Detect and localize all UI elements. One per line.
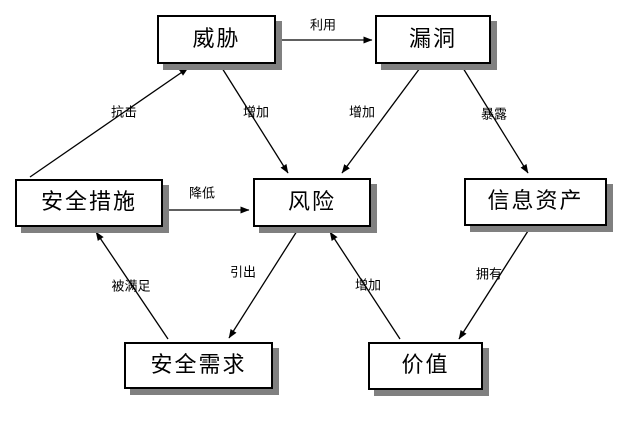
node-label-control: 安全措施 xyxy=(40,190,137,215)
edge-label-e9: 增加 xyxy=(354,278,382,294)
edge-label-e1: 利用 xyxy=(309,18,337,34)
node-risk[interactable]: 风险 xyxy=(253,178,371,227)
edge-value-to-risk xyxy=(329,231,401,340)
edge-vuln-to-asset xyxy=(462,67,529,174)
edge-vuln-to-risk xyxy=(341,67,421,174)
node-threat[interactable]: 威胁 xyxy=(157,15,276,64)
node-asset[interactable]: 信息资产 xyxy=(464,178,607,226)
node-label-value: 价值 xyxy=(401,353,450,378)
node-label-threat: 威胁 xyxy=(192,26,241,52)
node-label-need: 安全需求 xyxy=(150,352,247,378)
node-label-risk: 风险 xyxy=(287,189,336,215)
edge-control-to-threat xyxy=(29,67,189,178)
node-control[interactable]: 安全措施 xyxy=(15,179,163,227)
node-label-vuln: 漏洞 xyxy=(408,26,457,52)
edge-label-e6: 降低 xyxy=(188,186,216,202)
edge-risk-to-need xyxy=(228,230,298,339)
edge-label-e4: 增加 xyxy=(348,105,376,121)
edge-label-e7: 被满足 xyxy=(111,279,151,295)
edge-asset-to-value xyxy=(458,230,529,340)
edge-label-e5: 暴露 xyxy=(480,107,508,123)
edge-label-e10: 拥有 xyxy=(475,267,503,283)
edge-label-e2: 抗击 xyxy=(110,105,138,121)
node-label-asset: 信息资产 xyxy=(487,189,584,214)
edge-need-to-control xyxy=(95,231,169,340)
edge-label-e3: 增加 xyxy=(242,105,270,121)
node-value[interactable]: 价值 xyxy=(368,342,483,390)
node-need[interactable]: 安全需求 xyxy=(124,342,273,389)
edge-threat-to-risk xyxy=(221,67,289,174)
edge-label-e8: 引出 xyxy=(229,265,257,281)
node-vuln[interactable]: 漏洞 xyxy=(375,15,491,64)
